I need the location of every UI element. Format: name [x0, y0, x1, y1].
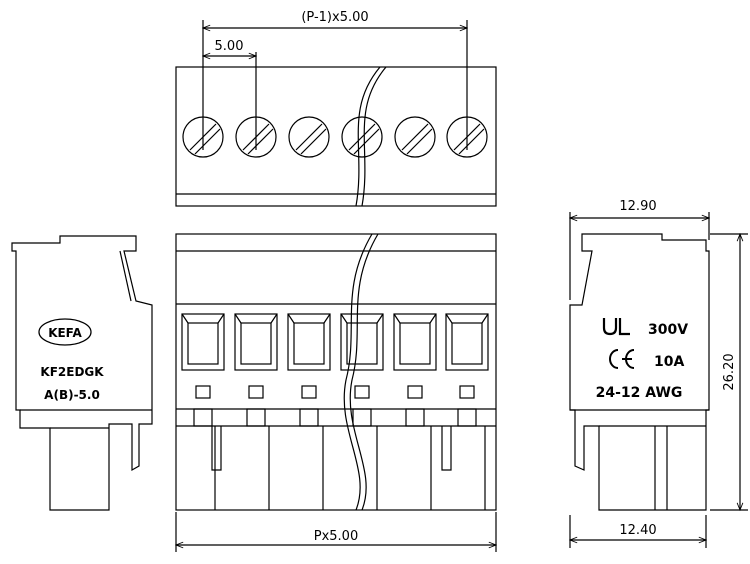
latch-tab	[299, 408, 319, 427]
wire-entry-outer	[445, 313, 489, 371]
wire-entry-inner	[240, 322, 272, 365]
latch-window	[301, 385, 317, 399]
screw-slot-line	[348, 123, 376, 151]
latch-tab	[457, 408, 477, 427]
wire-entry	[393, 313, 437, 427]
break-line	[355, 66, 381, 207]
wire-entry-inner	[346, 322, 378, 365]
model-text: KF2EDGK	[40, 365, 104, 379]
top-view	[175, 66, 497, 207]
bevel-line	[234, 313, 242, 324]
front-view	[175, 233, 497, 511]
screw-icon	[341, 116, 383, 158]
break-line	[361, 66, 387, 207]
ul-mark-icon	[602, 318, 630, 336]
front-dimension	[174, 512, 498, 552]
front-view-body	[175, 233, 497, 511]
wire-range: 24-12 AWG	[596, 385, 683, 401]
right-dimensions	[568, 212, 748, 548]
latch-tab	[352, 408, 372, 427]
wire-entry-outer	[181, 313, 225, 371]
bevel-line	[376, 313, 384, 324]
top-dimensions	[201, 20, 469, 150]
wire-entry-inner	[187, 322, 219, 365]
kefa-logo	[38, 318, 92, 346]
wire-entry-inner	[451, 322, 483, 365]
bottom-width-label: 12.40	[619, 523, 656, 538]
ce-mark-icon	[609, 349, 635, 369]
screw-slot-line	[458, 128, 485, 155]
left-view-outline	[11, 235, 153, 511]
current-rating: 10A	[654, 354, 684, 370]
bevel-line	[181, 313, 189, 324]
total-width-label: Px5.00	[314, 529, 358, 544]
screw-head	[288, 116, 330, 158]
top-width-label: 12.90	[619, 199, 656, 214]
right-view-outline	[569, 233, 710, 511]
wire-entry	[181, 313, 225, 427]
wire-entry	[287, 313, 331, 427]
bevel-line	[445, 313, 453, 324]
wire-entry-outer	[234, 313, 278, 371]
series-text: A(B)-5.0	[44, 388, 100, 402]
bevel-line	[393, 313, 401, 324]
wire-entry-row	[181, 313, 489, 427]
screw-slot-line	[406, 128, 433, 155]
latch-tab	[193, 408, 213, 427]
wire-entry	[234, 313, 278, 427]
guide-rib	[211, 426, 222, 471]
bevel-line	[340, 313, 348, 324]
bevel-line	[429, 313, 437, 324]
bevel-line	[217, 313, 225, 324]
latch-tab	[405, 408, 425, 427]
wire-entry-outer	[287, 313, 331, 371]
latch-window	[407, 385, 423, 399]
wire-entry-outer	[393, 313, 437, 371]
right-side-view	[569, 233, 710, 511]
screw-slot-line	[247, 128, 274, 155]
bevel-line	[323, 313, 331, 324]
bevel-line	[287, 313, 295, 324]
screw-icon	[394, 116, 436, 158]
screw-head	[341, 116, 383, 158]
wire-entry	[445, 313, 489, 427]
screw-row	[182, 116, 488, 158]
screw-icon	[288, 116, 330, 158]
latch-window	[354, 385, 370, 399]
front-bottom-slots	[211, 426, 486, 510]
wire-entry-inner	[399, 322, 431, 365]
screw-slot-line	[295, 123, 323, 151]
left-side-view	[11, 235, 153, 511]
screw-slot-line	[300, 128, 327, 155]
latch-window	[195, 385, 211, 399]
screw-head	[394, 116, 436, 158]
latch-window	[248, 385, 264, 399]
pitch-span-label: (P-1)x5.00	[301, 10, 368, 25]
wire-entry	[340, 313, 384, 427]
latch-window	[459, 385, 475, 399]
bevel-line	[270, 313, 278, 324]
wire-entry-inner	[293, 322, 325, 365]
break-line	[343, 233, 373, 511]
pitch-label: 5.00	[215, 39, 244, 54]
screw-slot-line	[194, 128, 221, 155]
top-view-body	[175, 66, 497, 207]
screw-slot-line	[401, 123, 429, 151]
guide-rib	[441, 426, 452, 471]
logo-text: KEFA	[48, 326, 82, 340]
wire-entry-outer	[340, 313, 384, 371]
break-line	[349, 233, 379, 511]
latch-tab	[246, 408, 266, 427]
bevel-line	[481, 313, 489, 324]
height-label: 26.20	[722, 353, 737, 390]
voltage-rating: 300V	[648, 322, 688, 338]
